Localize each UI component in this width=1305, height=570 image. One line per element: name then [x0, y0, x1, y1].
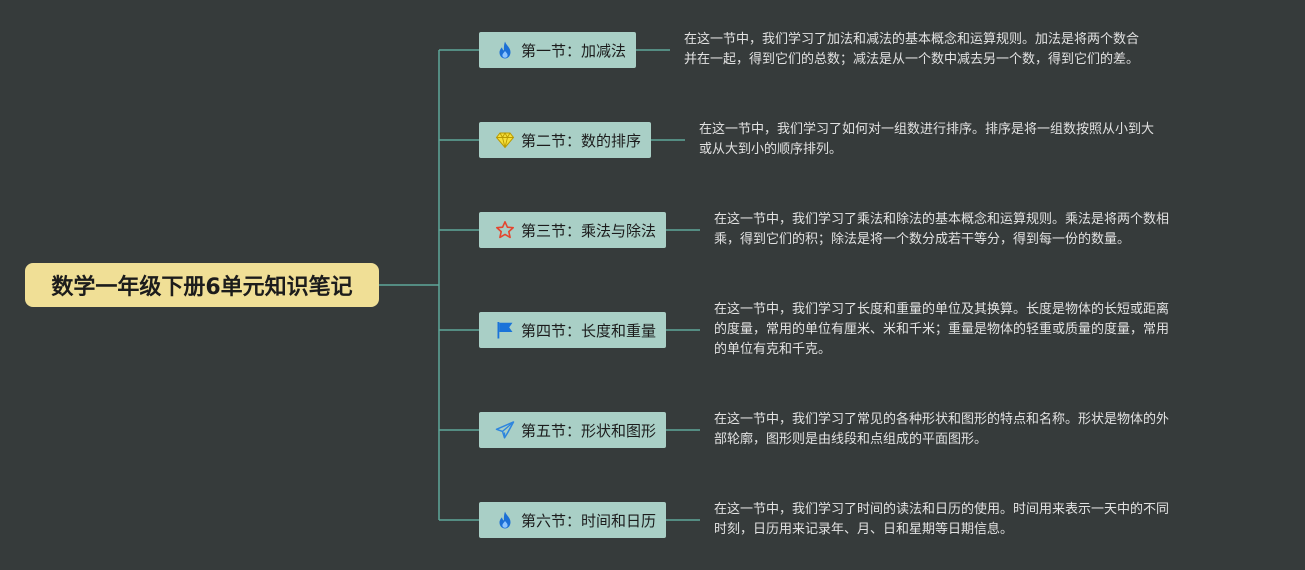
section-title: 第六节：时间和日历: [521, 511, 657, 530]
section-node-1[interactable]: 第一节：加减法: [479, 32, 637, 68]
section-title: 第一节：加减法: [521, 41, 627, 60]
diamond-icon: [495, 130, 515, 150]
description-line: 部轮廓，图形则是由线段和点组成的平面图形。: [714, 432, 988, 447]
description-line: 的单位有克和千克。: [714, 342, 832, 357]
section-node-2[interactable]: 第二节：数的排序: [479, 122, 652, 158]
description-line: 在这一节中，我们学习了时间的读法和日历的使用。时间用来表示一天中的不同: [714, 502, 1170, 517]
description-line: 时刻，日历用来记录年、月、日和星期等日期信息。: [714, 522, 1014, 537]
section-title: 第五节：形状和图形: [521, 421, 657, 440]
description-line: 乘，得到它们的积；除法是将一个数分成若干等分，得到每一份的数量。: [714, 232, 1131, 247]
description-line: 在这一节中，我们学习了如何对一组数进行排序。排序是将一组数按照从小到大: [699, 122, 1155, 137]
description-line: 在这一节中，我们学习了常见的各种形状和图形的特点和名称。形状是物体的外: [714, 412, 1170, 427]
root-topic[interactable]: 数学一年级下册6单元知识笔记: [25, 263, 379, 307]
section-node-3[interactable]: 第三节：乘法与除法: [479, 212, 667, 248]
section-node-6[interactable]: 第六节：时间和日历: [479, 502, 667, 538]
description-line: 在这一节中，我们学习了乘法和除法的基本概念和运算规则。乘法是将两个数相: [714, 212, 1170, 227]
section-title: 第四节：长度和重量: [521, 321, 657, 340]
description-line: 的度量，常用的单位有厘米、米和千米；重量是物体的轻重或质量的度量，常用: [714, 322, 1170, 337]
description-line: 或从大到小的顺序排列。: [699, 142, 843, 157]
fire-icon: [495, 510, 515, 530]
root-title: 数学一年级下册6单元知识笔记: [51, 275, 353, 300]
paper-plane-icon: [495, 420, 515, 440]
star-icon: [495, 220, 515, 240]
description-line: 并在一起，得到它们的总数；减法是从一个数中减去另一个数，得到它们的差。: [684, 52, 1140, 67]
description-line: 在这一节中，我们学习了长度和重量的单位及其换算。长度是物体的长短或距离: [714, 302, 1170, 317]
section-title: 第二节：数的排序: [521, 131, 642, 150]
section-description-4: 在这一节中，我们学习了长度和重量的单位及其换算。长度是物体的长短或距离的度量，常…: [714, 300, 1169, 360]
section-node-5[interactable]: 第五节：形状和图形: [479, 412, 667, 448]
flag-icon: [495, 320, 515, 340]
section-node-4[interactable]: 第四节：长度和重量: [479, 312, 667, 348]
section-description-3: 在这一节中，我们学习了乘法和除法的基本概念和运算规则。乘法是将两个数相乘，得到它…: [714, 210, 1169, 250]
section-description-6: 在这一节中，我们学习了时间的读法和日历的使用。时间用来表示一天中的不同时刻，日历…: [714, 500, 1169, 540]
fire-icon: [495, 40, 515, 60]
section-description-2: 在这一节中，我们学习了如何对一组数进行排序。排序是将一组数按照从小到大或从大到小…: [699, 120, 1154, 160]
section-description-5: 在这一节中，我们学习了常见的各种形状和图形的特点和名称。形状是物体的外部轮廓，图…: [714, 410, 1169, 450]
section-description-1: 在这一节中，我们学习了加法和减法的基本概念和运算规则。加法是将两个数合并在一起，…: [684, 30, 1139, 70]
description-line: 在这一节中，我们学习了加法和减法的基本概念和运算规则。加法是将两个数合: [684, 32, 1140, 47]
section-title: 第三节：乘法与除法: [521, 221, 657, 240]
